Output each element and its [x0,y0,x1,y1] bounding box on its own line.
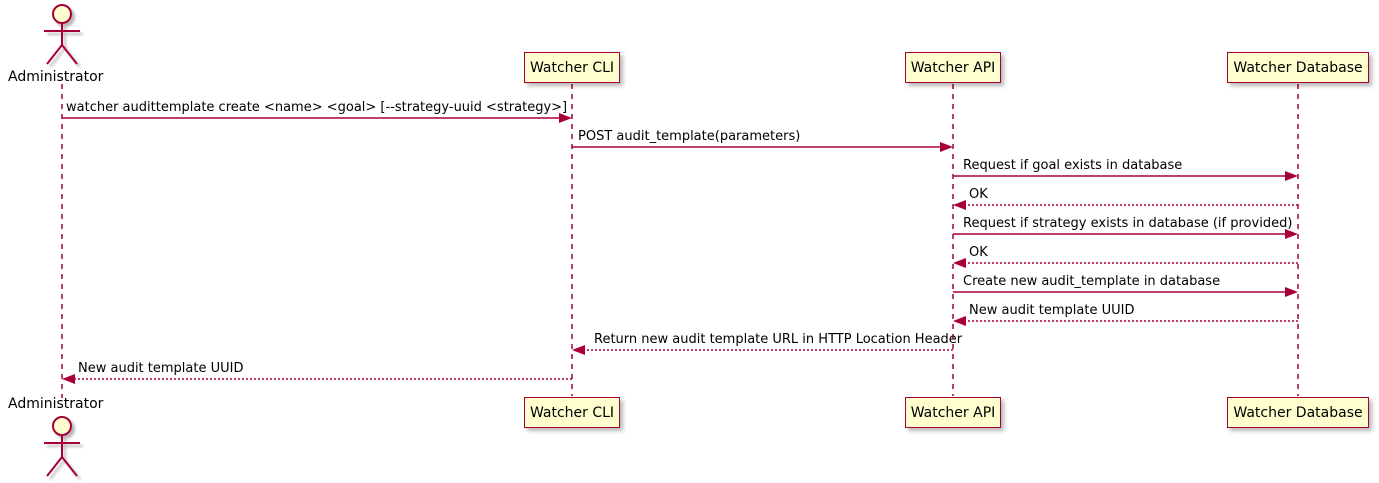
actor-leg-right-line [61,456,78,477]
message-arrow-2 [572,142,953,152]
message-label-1: watcher audittemplate create <name> <goa… [66,100,568,115]
participant-label-watcher-database: Watcher Database [1233,59,1363,76]
message-arrow-10 [62,374,572,384]
participant-label-watcher-cli: Watcher CLI [529,404,615,421]
message-label-3: Request if goal exists in database [963,158,1183,173]
message-arrow-4 [953,200,1298,210]
message-label-6: OK [969,245,988,260]
message-arrow-5 [953,229,1298,239]
participant-label-watcher-cli: Watcher CLI [529,59,615,76]
actor-head-icon [52,416,72,436]
actor-head-icon [52,4,72,24]
message-label-5: Request if strategy exists in database (… [963,216,1293,231]
actor-administrator-bottom [44,416,80,477]
participant-label-watcher-database: Watcher Database [1233,404,1363,421]
actor-leg-left-line [46,44,63,65]
message-arrow-6 [953,258,1298,268]
actor-leg-left-line [46,456,63,477]
participant-label-watcher-api: Watcher API [910,404,996,421]
actor-label-administrator-top: Administrator [8,69,104,85]
message-arrow-3 [953,171,1298,181]
message-arrow-9 [572,345,953,355]
message-label-2: POST audit_template(parameters) [578,129,801,144]
participant-box-watcher-database-bottom[interactable]: Watcher Database [1227,397,1369,428]
message-label-9: Return new audit template URL in HTTP Lo… [594,332,963,347]
participant-label-watcher-api: Watcher API [910,59,996,76]
participant-box-watcher-cli-bottom[interactable]: Watcher CLI [524,397,620,428]
message-label-7: Create new audit_template in database [963,274,1221,289]
message-arrow-8 [953,316,1298,326]
participant-box-watcher-api-top[interactable]: Watcher API [905,52,1001,83]
message-label-4: OK [969,187,988,202]
participant-box-watcher-database-top[interactable]: Watcher Database [1227,52,1369,83]
message-label-10: New audit template UUID [78,361,244,376]
participant-box-watcher-cli-top[interactable]: Watcher CLI [524,52,620,83]
lifelines [61,84,1299,398]
message-arrow-1 [62,113,572,123]
message-arrow-7 [953,287,1298,297]
participant-box-watcher-api-bottom[interactable]: Watcher API [905,397,1001,428]
message-arrows [62,113,1298,384]
actor-label-administrator-bottom: Administrator [8,396,104,412]
actor-leg-right-line [61,44,78,65]
actor-administrator-top [44,4,80,65]
message-label-8: New audit template UUID [969,303,1135,318]
